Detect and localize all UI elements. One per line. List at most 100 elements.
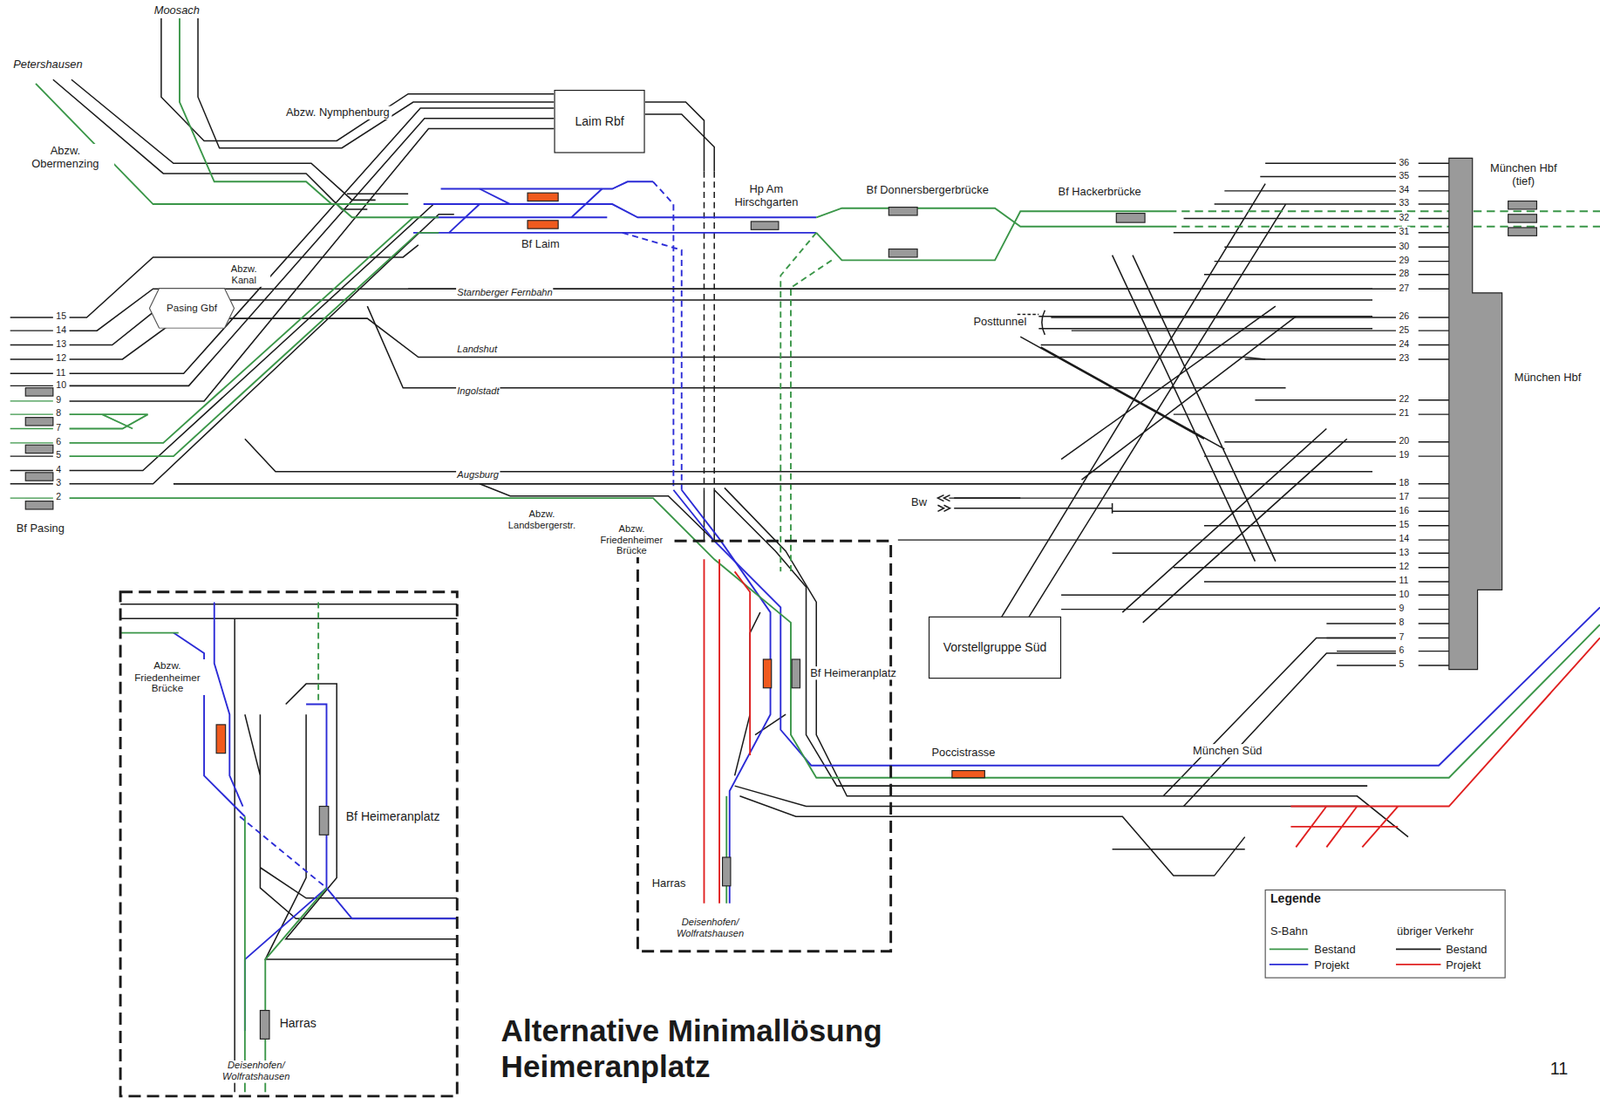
track-line [1224, 246, 1449, 248]
track-graphic [336, 193, 409, 205]
hexagon-shape [149, 288, 234, 329]
track-graphic [1168, 211, 1600, 227]
track-graphic [953, 497, 1112, 514]
track-number: 12 [54, 353, 68, 364]
track-graphic [722, 857, 731, 886]
track-line [10, 358, 54, 360]
track-number: 27 [1397, 282, 1410, 293]
track-line [1041, 344, 1450, 346]
track-line [1224, 441, 1449, 443]
station-label: Posttunnel [972, 315, 1028, 329]
station-label: Starnberger Fernbahn [456, 287, 554, 300]
track-graphic [1395, 947, 1441, 950]
track-graphic [762, 659, 771, 688]
track-graphic [816, 211, 1169, 260]
station-label: Abzw. Nymphenburg [283, 106, 392, 120]
track-number: 4 [54, 463, 62, 475]
track-graphic [780, 232, 832, 572]
track-graphic [714, 490, 1368, 786]
text-wrap: Laim Rbf [574, 114, 624, 130]
track-graphic [259, 1010, 270, 1040]
track-line [173, 483, 1450, 484]
track-number: 15 [1397, 519, 1410, 531]
track-graphic [25, 444, 54, 453]
page-number: 11 [1548, 1059, 1569, 1080]
yard-box: Laim Rbf [553, 89, 645, 154]
track-line [1326, 637, 1449, 639]
track-number: 36 [1397, 156, 1410, 168]
track-graphic [319, 806, 329, 836]
existing-tracks [53, 18, 1409, 1092]
track-number: 14 [54, 324, 68, 335]
track-number: 8 [1397, 617, 1405, 628]
track-graphic [735, 785, 1369, 876]
track-graphic [245, 438, 1373, 471]
track-number: 14 [1397, 533, 1410, 545]
title: Alternative Minimallösung Heimeranplatz [499, 1013, 1053, 1084]
track-number: 7 [1397, 631, 1405, 642]
track-graphic [120, 592, 457, 1097]
track-line [1336, 650, 1450, 652]
track-graphic [69, 288, 1373, 331]
track-graphic [69, 128, 555, 401]
track-line [1204, 524, 1450, 526]
track-graphic [25, 472, 54, 481]
track-graphic [234, 618, 457, 1092]
track-graphic [216, 192, 985, 778]
track-number: 5 [54, 449, 62, 461]
track-number: 11 [54, 367, 67, 378]
station-label: Abzw. Friedenheimer Brücke [592, 523, 671, 557]
track-number: 28 [1397, 268, 1410, 280]
legend-text: Projekt [1444, 958, 1482, 972]
track-graphic [681, 490, 771, 904]
station-label: Bf Heimeranplatz [809, 666, 898, 680]
track-graphic [1508, 201, 1538, 210]
legend-frame [1265, 889, 1505, 978]
track-graphic [69, 232, 440, 457]
station-label: Deisenhofen/ Wolfratshausen [207, 1060, 306, 1083]
station-label: Legende [1269, 891, 1322, 906]
station-label: Harras [278, 1017, 317, 1032]
track-line [1259, 176, 1450, 178]
track-graphic [1116, 213, 1145, 224]
track-number: 29 [1397, 255, 1410, 266]
station-label: Bf Hackerbrücke [1056, 184, 1142, 198]
track-graphic [1163, 637, 1396, 806]
track-number: 10 [1397, 588, 1410, 600]
legend-text: Bestand [1444, 942, 1489, 956]
track-number: 18 [1397, 477, 1410, 489]
track-line [1204, 455, 1450, 457]
track-graphic [1269, 947, 1308, 950]
track-graphic [1290, 637, 1600, 847]
track-number: 26 [1397, 311, 1410, 322]
track-line [10, 469, 54, 471]
track-number: 8 [54, 408, 62, 419]
legend-text: Bestand [1313, 942, 1357, 956]
track-graphic [216, 724, 226, 754]
track-line [1050, 316, 1449, 318]
station-label: Abzw. Friedenheimer Brücke [123, 659, 212, 695]
station-label: Bf Heimeranplatz [345, 810, 442, 824]
track-graphic [637, 540, 891, 951]
track-line [10, 316, 54, 318]
track-graphic [888, 207, 918, 216]
track-graphic [449, 189, 603, 233]
station-label: Augsburg [456, 469, 500, 481]
station-label: Petershausen [12, 58, 84, 72]
track-line [898, 538, 1450, 540]
track-graphic [317, 601, 320, 704]
track-number: 21 [1397, 408, 1410, 419]
track-line [1204, 580, 1450, 582]
track-graphic [937, 495, 950, 512]
station-label: übriger Verkehr [1395, 924, 1475, 938]
track-line [1071, 329, 1450, 331]
track-number: 25 [1397, 324, 1410, 335]
station-label: Poccistrasse [930, 745, 996, 759]
node-text: Laim Rbf [574, 114, 624, 130]
track-graphic [69, 204, 450, 470]
track-graphic [645, 114, 715, 172]
track-line [1224, 190, 1449, 191]
track-line [1254, 399, 1449, 401]
track-graphic [527, 192, 559, 201]
